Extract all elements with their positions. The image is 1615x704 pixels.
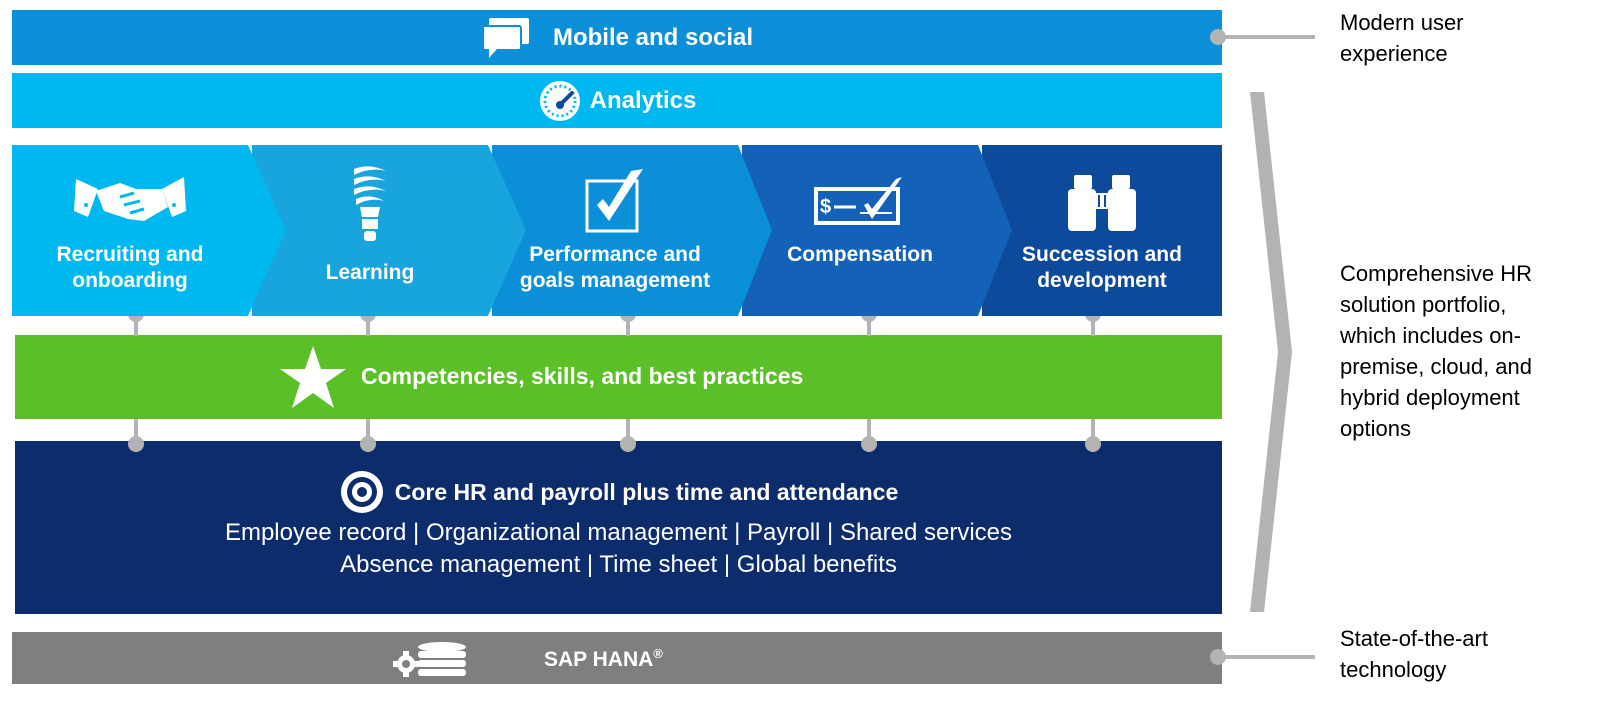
trademark-symbol: ® [653, 646, 663, 661]
target-icon [339, 469, 385, 515]
module-compensation-label: Compensation [787, 243, 933, 266]
module-compensation: $ Compensation [742, 145, 1012, 316]
side-label-ux: Modern user experience [1340, 10, 1464, 66]
side-label-tech: State-of-the-art technology [1340, 626, 1488, 682]
module-performance-label: Performance and goals management [519, 243, 711, 292]
module-succession: Succession and development [982, 145, 1222, 316]
mobile-social-band: Mobile and social [12, 10, 1222, 65]
core-hr-title: Core HR and payroll plus time and attend… [394, 478, 899, 505]
core-hr-line-1: Employee record | Organizational managem… [224, 519, 1013, 546]
binoculars-icon [982, 171, 1222, 233]
check-payment-icon: $ [742, 175, 978, 227]
portfolio-bracket [1250, 92, 1292, 612]
connector-dot [128, 436, 144, 452]
lightbulb-icon [252, 165, 488, 243]
analytics-title: Analytics [589, 86, 697, 114]
connector-dot [620, 436, 636, 452]
module-learning-label: Learning [325, 261, 415, 284]
module-performance: Performance and goals management [492, 145, 772, 316]
database-gear-icon [390, 640, 468, 678]
handshake-icon [12, 173, 248, 225]
connector-dot [360, 436, 376, 452]
checkbox-icon [492, 167, 738, 233]
competencies-title: Competencies, skills, and best practices [361, 363, 804, 389]
module-succession-label: Succession and development [1022, 243, 1182, 292]
module-recruiting: Recruiting and onboarding [12, 145, 286, 316]
svg-text:$: $ [820, 196, 831, 218]
side-annotations [1210, 29, 1315, 665]
connector-dot [861, 436, 877, 452]
module-recruiting-label: Recruiting and onboarding [56, 243, 204, 292]
chat-bubbles-icon [481, 16, 531, 60]
connector-dot [1085, 436, 1101, 452]
sap-hana-title: SAP HANA® [544, 646, 663, 671]
star-icon [278, 345, 348, 409]
module-learning: Learning [252, 145, 526, 316]
analytics-band: Analytics [12, 73, 1222, 128]
core-hr-line-2: Absence management | Time sheet | Global… [340, 551, 897, 578]
competencies-band: Competencies, skills, and best practices [15, 335, 1222, 419]
core-hr-band: Core HR and payroll plus time and attend… [15, 441, 1222, 614]
speedometer-icon [538, 79, 582, 123]
side-label-portfolio: Comprehensive HR solution portfolio, whi… [1340, 261, 1532, 441]
sap-hana-band: SAP HANA® [12, 632, 1222, 684]
mobile-social-title: Mobile and social [552, 23, 754, 51]
